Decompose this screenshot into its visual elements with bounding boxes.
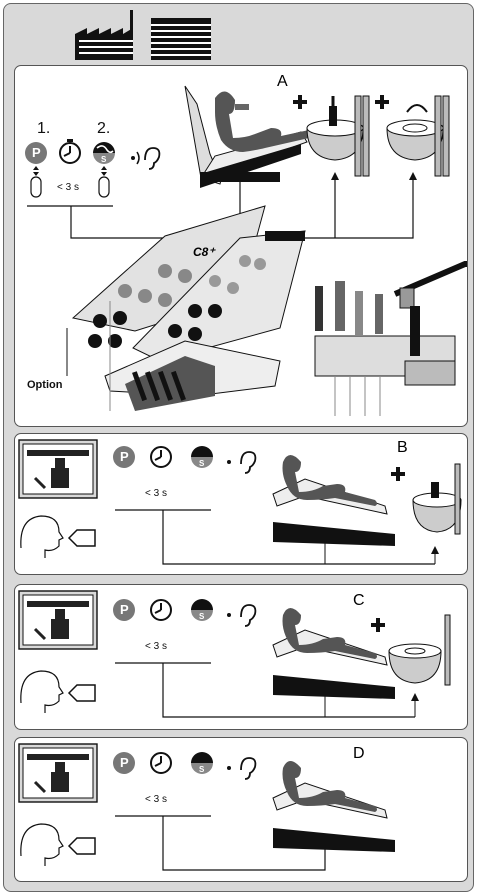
stopwatch-icon xyxy=(150,599,172,621)
panel-b-letter: B xyxy=(397,439,408,456)
spittoon-bowl-rinse-icon xyxy=(386,95,450,177)
dental-chair-patient-icon xyxy=(272,761,395,852)
step-1-label: 1. xyxy=(37,120,51,137)
s-key-label: S xyxy=(199,459,205,468)
plus-icon xyxy=(293,95,307,109)
plus-icon xyxy=(371,618,385,632)
head-voice-s-icon xyxy=(20,515,96,558)
stopwatch-icon xyxy=(150,446,172,468)
sound-ear-icon xyxy=(227,451,257,474)
finger-press-icon xyxy=(30,176,110,198)
s-key-label: S xyxy=(199,612,205,621)
assistant-element-icon xyxy=(314,261,467,416)
sound-ear-icon xyxy=(131,147,161,170)
timing-label: < 3 s xyxy=(145,794,167,805)
timing-label: < 3 s xyxy=(145,488,167,499)
instrument-tray-icon xyxy=(104,340,281,411)
stopwatch-icon xyxy=(59,139,81,164)
p-key-icon xyxy=(113,599,135,621)
s-key-icon xyxy=(191,446,213,468)
step-2-label: 2. xyxy=(97,120,111,137)
dental-chair-patient-icon xyxy=(272,455,395,546)
s-key-icon xyxy=(93,142,115,164)
dental-chair-patient-icon xyxy=(272,608,395,699)
s-key-label: S xyxy=(199,765,205,774)
spittoon-bowl-rinse-icon xyxy=(388,614,451,686)
head-voice-s-icon xyxy=(20,670,96,713)
p-key-label: P xyxy=(120,449,129,464)
factory-service-mode-icon xyxy=(18,743,98,803)
factory-service-mode-icon xyxy=(18,590,98,650)
dentist-control-panel-right xyxy=(132,230,306,362)
plus-icon xyxy=(375,95,389,109)
p-key-label: P xyxy=(120,755,129,770)
head-voice-s-icon xyxy=(20,823,96,866)
s-key-icon xyxy=(191,599,213,621)
p-key-label: P xyxy=(32,145,41,160)
panel-a: A C8⁺ xyxy=(14,65,468,427)
panel-b: B P S < 3 s xyxy=(14,433,468,575)
tablet-code: C8⁺ xyxy=(193,245,216,259)
plus-icon xyxy=(391,467,405,481)
timing-label: < 3 s xyxy=(145,641,167,652)
panel-c: C P S < 3 s xyxy=(14,584,468,730)
panel-d-letter: D xyxy=(353,745,365,762)
spittoon-cup-filler-icon xyxy=(412,463,462,535)
timing-label: < 3 s xyxy=(57,182,79,193)
option-label: Option xyxy=(27,379,63,391)
s-key-icon xyxy=(191,752,213,774)
p-key-icon xyxy=(113,446,135,468)
panel-a-letter: A xyxy=(277,73,288,90)
p-key-icon xyxy=(25,142,47,164)
p-key-icon xyxy=(113,752,135,774)
stopwatch-icon xyxy=(150,752,172,774)
dental-chair-patient-icon xyxy=(184,85,311,188)
s-key-label: S xyxy=(101,155,107,164)
panel-c-letter: C xyxy=(353,592,365,609)
panel-d: D P S < 3 s xyxy=(14,737,468,882)
sound-ear-icon xyxy=(227,604,257,627)
sound-ear-icon xyxy=(227,757,257,780)
spittoon-cup-filler-icon xyxy=(306,95,370,177)
factory-service-mode-icon xyxy=(18,439,98,499)
p-key-label: P xyxy=(120,602,129,617)
